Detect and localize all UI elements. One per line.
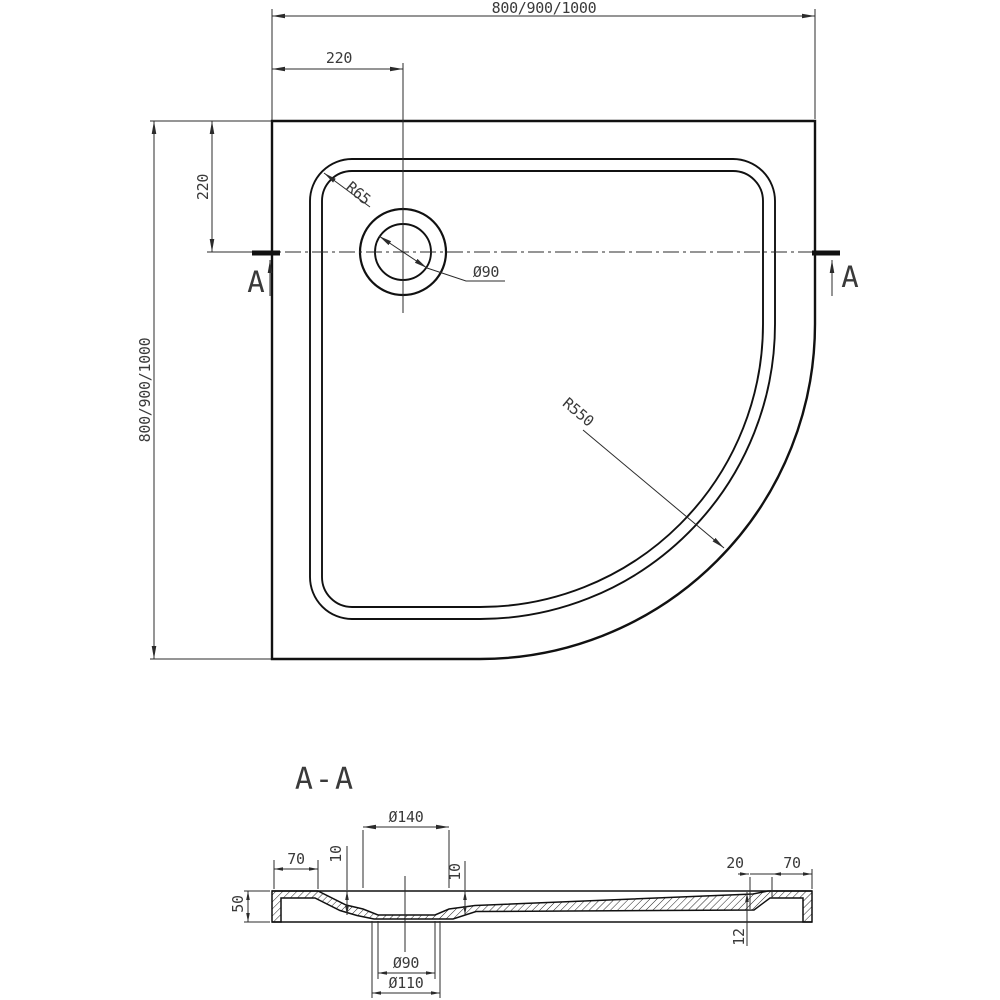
rim-width-right-text: 70 (783, 854, 801, 872)
dim-rim-width-right: 70 (771, 854, 813, 898)
step-width-text: 20 (726, 854, 744, 872)
tray-outer-outline (270, 119, 817, 661)
drain-group (358, 63, 448, 313)
dim-overall-height: 800/900/1000 (136, 120, 271, 660)
basin-rim-outer-line (309, 158, 776, 620)
dim-depth-right: 10 (446, 861, 467, 915)
leader-tail (426, 267, 505, 282)
section-letter: A (247, 265, 264, 299)
rim-width-left-text: 70 (287, 850, 305, 868)
leader-drain-diameter: Ø90 (378, 235, 505, 282)
dim-drain-offset-x: 220 (272, 49, 403, 72)
section-view: A-A Ø140 70 10 10 (229, 762, 813, 998)
cut-shell-hatched (271, 890, 813, 923)
section-title: A-A (295, 762, 355, 797)
section-marker-left: A (247, 250, 280, 299)
dim-drain-offset-y: 220 (194, 121, 253, 253)
dim-step-width: 20 (726, 854, 772, 909)
edge-height-text: 50 (229, 895, 247, 913)
dim-overall-height-text: 800/900/1000 (136, 337, 154, 442)
section-marker-right: A (812, 250, 859, 296)
depth-left-text: 10 (327, 845, 345, 863)
edge-thickness-text: 12 (730, 928, 748, 945)
tray-outline-group (270, 119, 817, 661)
depth-right-text: 10 (446, 863, 464, 881)
dim-drain-hole-diameter: Ø90 (377, 921, 436, 979)
dim-drain-offset-x-text: 220 (326, 49, 352, 67)
drain-diameter-text: Ø90 (473, 263, 499, 281)
dim-drain-offset-y-text: 220 (194, 174, 212, 200)
dim-rim-width-left: 70 (273, 850, 319, 889)
leader-outer-radius: R550 (559, 394, 725, 549)
dim-edge-thickness: 12 (730, 892, 749, 946)
leader-corner-radius: R65 (323, 172, 374, 209)
top-view: 800/900/1000 220 800/900/1000 220 R65 R5… (136, 0, 859, 661)
dim-overall-width: 800/900/1000 (271, 0, 816, 120)
dim-depth-left: 10 (327, 845, 349, 915)
drain-flange-diameter-text: Ø110 (389, 974, 424, 992)
section-profile (271, 876, 813, 952)
recess-diameter-text: Ø140 (389, 808, 424, 826)
corner-radius-text: R65 (342, 178, 374, 209)
leader-line (323, 172, 371, 208)
leader-line (582, 429, 725, 549)
dim-recess-diameter: Ø140 (362, 808, 450, 888)
outer-radius-text: R550 (559, 394, 598, 430)
section-letter: A (841, 260, 858, 294)
dim-overall-width-text: 800/900/1000 (492, 0, 597, 17)
dim-edge-height: 50 (229, 890, 270, 923)
dim-drain-flange-diameter: Ø110 (371, 921, 441, 998)
diameter-line (378, 235, 428, 269)
basin-rim-inner-line (321, 170, 764, 608)
drain-hole-diameter-text: Ø90 (393, 954, 419, 972)
